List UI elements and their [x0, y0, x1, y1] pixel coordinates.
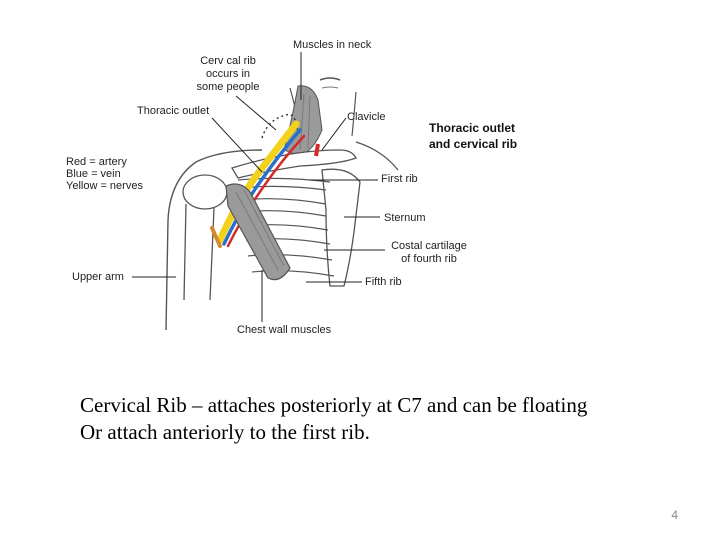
slide-caption: Cervical Rib – attaches posteriorly at C… — [80, 392, 700, 446]
anatomy-illustration — [132, 52, 399, 331]
label-muscles-in-neck: Muscles in neck — [293, 39, 372, 51]
label-cervical-rib-line2: occurs in — [205, 68, 251, 80]
legend-nerves: Yellow = nerves — [66, 180, 143, 192]
label-cervical-rib-line3: some people — [196, 81, 260, 93]
legend-artery: Red = artery — [66, 156, 127, 168]
diagram-title: Thoracic outlet and cervical rib — [429, 120, 517, 152]
label-costal-line1: Costal cartilage — [391, 240, 467, 252]
label-sternum: Sternum — [384, 212, 426, 224]
label-fifth-rib: Fifth rib — [365, 276, 402, 288]
label-chest-wall-muscles: Chest wall muscles — [237, 324, 332, 336]
color-legend: Red = artery Blue = vein Yellow = nerves — [66, 156, 152, 192]
caption-line1: Cervical Rib – attaches posteriorly at C… — [80, 393, 588, 417]
label-cervical-rib: Cerv cal rib occurs in some people — [193, 55, 263, 94]
legend-vein: Blue = vein — [66, 168, 121, 180]
label-costal-cartilage: Costal cartilage of fourth rib — [386, 240, 472, 266]
diagram-title-line1: Thoracic outlet — [429, 121, 516, 135]
label-cervical-rib-line1: Cerv cal rib — [200, 55, 256, 67]
diagram-title-line2: and cervical rib — [429, 137, 518, 151]
label-costal-line2: of fourth rib — [401, 253, 457, 265]
label-clavicle: Clavicle — [347, 111, 386, 123]
page-number: 4 — [671, 508, 678, 522]
label-thoracic-outlet: Thoracic outlet — [137, 105, 210, 117]
caption-line2: Or attach anteriorly to the first rib. — [80, 420, 370, 444]
label-upper-arm: Upper arm — [72, 271, 124, 283]
label-first-rib: First rib — [381, 173, 418, 185]
